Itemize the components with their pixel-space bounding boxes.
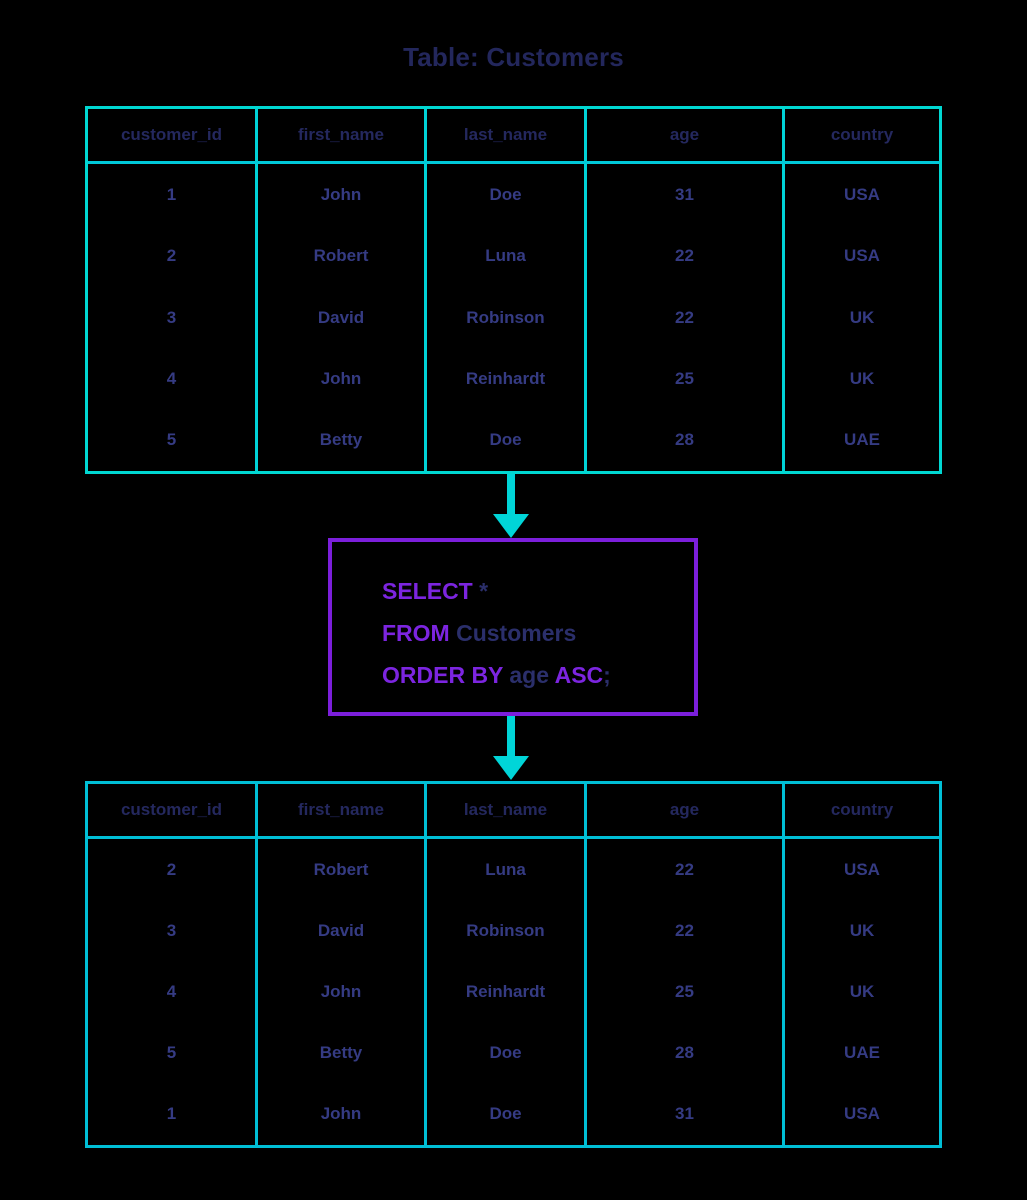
- cell-age: 31: [587, 1083, 785, 1146]
- cell-first-name: Robert: [258, 839, 427, 901]
- cell-first-name: Robert: [258, 225, 427, 287]
- cell-first-name: John: [258, 1083, 427, 1146]
- cell-age: 22: [587, 286, 785, 349]
- cell-age: 28: [587, 409, 785, 472]
- arrow-shaft: [507, 716, 515, 758]
- column-header-country: country: [830, 800, 894, 819]
- column-header-customer-id: customer_id: [88, 109, 258, 161]
- cell-first-name: Betty: [258, 409, 427, 472]
- sql-semicolon: ;: [603, 662, 611, 688]
- column-header-first-name: first_name: [258, 784, 427, 836]
- cell-last-name: Robinson: [427, 900, 587, 962]
- result-table-header-row: customer_id first_name last_name age cou…: [88, 784, 939, 839]
- cell-age: 22: [587, 225, 785, 287]
- cell-age: 25: [587, 961, 785, 1023]
- column-header-country: country: [830, 125, 894, 144]
- cell-first-name: John: [258, 348, 427, 410]
- cell-country: UK: [849, 307, 875, 327]
- cell-customer-id: 4: [88, 348, 258, 410]
- sql-keyword-order-by: ORDER BY: [382, 662, 503, 688]
- arrow-shaft: [507, 474, 515, 516]
- cell-customer-id: 4: [88, 961, 258, 1023]
- cell-first-name: David: [258, 286, 427, 349]
- sql-star-token: *: [479, 578, 489, 604]
- cell-customer-id: 1: [88, 1083, 258, 1146]
- cell-last-name: Doe: [427, 409, 587, 472]
- cell-last-name: Luna: [427, 839, 587, 901]
- column-header-customer-id: customer_id: [88, 784, 258, 836]
- cell-last-name: Doe: [427, 164, 587, 226]
- cell-customer-id: 1: [88, 164, 258, 226]
- cell-last-name: Reinhardt: [427, 961, 587, 1023]
- cell-age: 22: [587, 839, 785, 901]
- result-table-body: 2 Robert Luna 22 USA 3 David Robinson 22…: [88, 839, 939, 1146]
- sql-keyword-asc: ASC: [554, 662, 604, 688]
- cell-country: UK: [849, 368, 875, 388]
- cell-customer-id: 3: [88, 900, 258, 962]
- sql-keyword-from: FROM: [382, 620, 450, 646]
- cell-first-name: John: [258, 961, 427, 1023]
- source-table: customer_id first_name last_name age cou…: [85, 106, 942, 474]
- cell-country: USA: [844, 246, 880, 266]
- cell-country: UK: [849, 920, 875, 940]
- cell-last-name: Luna: [427, 225, 587, 287]
- sql-query-box: SELECT * FROM Customers ORDER BY age ASC…: [328, 538, 698, 716]
- cell-last-name: Robinson: [427, 286, 587, 349]
- table-row: 2 Robert Luna 22 USA: [88, 839, 939, 901]
- arrow-head: [493, 514, 529, 538]
- cell-country: UAE: [844, 1043, 880, 1063]
- table-row: 4 John Reinhardt 25 UK: [88, 961, 939, 1023]
- cell-country: USA: [844, 1104, 880, 1124]
- table-row: 5 Betty Doe 28 UAE: [88, 409, 939, 472]
- cell-customer-id: 5: [88, 409, 258, 472]
- cell-country: UK: [849, 982, 875, 1001]
- sql-table-name: Customers: [456, 620, 577, 646]
- column-header-age: age: [587, 784, 785, 836]
- cell-age: 31: [587, 164, 785, 226]
- arrow-head: [493, 756, 529, 780]
- column-header-last-name: last_name: [427, 784, 587, 836]
- cell-first-name: John: [258, 164, 427, 226]
- cell-country: USA: [844, 859, 880, 879]
- result-table: customer_id first_name last_name age cou…: [85, 781, 942, 1148]
- table-row: 3 David Robinson 22 UK: [88, 900, 939, 962]
- table-row: 5 Betty Doe 28 UAE: [88, 1022, 939, 1084]
- cell-customer-id: 2: [88, 839, 258, 901]
- sql-column-age: age: [509, 662, 550, 688]
- table-row: 4 John Reinhardt 25 UK: [88, 348, 939, 410]
- sql-line-from: FROM Customers: [382, 612, 694, 654]
- table-row: 3 David Robinson 22 UK: [88, 286, 939, 349]
- cell-first-name: Betty: [258, 1022, 427, 1084]
- cell-customer-id: 3: [88, 286, 258, 349]
- cell-country: USA: [844, 184, 880, 204]
- cell-last-name: Reinhardt: [427, 348, 587, 410]
- sql-keyword-select: SELECT: [382, 578, 473, 604]
- sql-line-order-by: ORDER BY age ASC;: [382, 654, 694, 696]
- sql-line-select: SELECT *: [382, 570, 694, 612]
- cell-age: 25: [587, 348, 785, 410]
- table-row: 1 John Doe 31 USA: [88, 164, 939, 226]
- table-row: 2 Robert Luna 22 USA: [88, 225, 939, 287]
- column-header-first-name: first_name: [258, 109, 427, 161]
- cell-age: 28: [587, 1022, 785, 1084]
- table-row: 1 John Doe 31 USA: [88, 1083, 939, 1146]
- cell-age: 22: [587, 900, 785, 962]
- column-header-last-name: last_name: [427, 109, 587, 161]
- source-table-header-row: customer_id first_name last_name age cou…: [88, 109, 939, 164]
- cell-last-name: Doe: [427, 1022, 587, 1084]
- cell-customer-id: 5: [88, 1022, 258, 1084]
- cell-customer-id: 2: [88, 225, 258, 287]
- column-header-age: age: [587, 109, 785, 161]
- cell-first-name: David: [258, 900, 427, 962]
- page-title: Table: Customers: [403, 42, 624, 72]
- cell-country: UAE: [844, 430, 880, 450]
- cell-last-name: Doe: [427, 1083, 587, 1146]
- source-table-body: 1 John Doe 31 USA 2 Robert Luna 22 USA 3…: [88, 164, 939, 472]
